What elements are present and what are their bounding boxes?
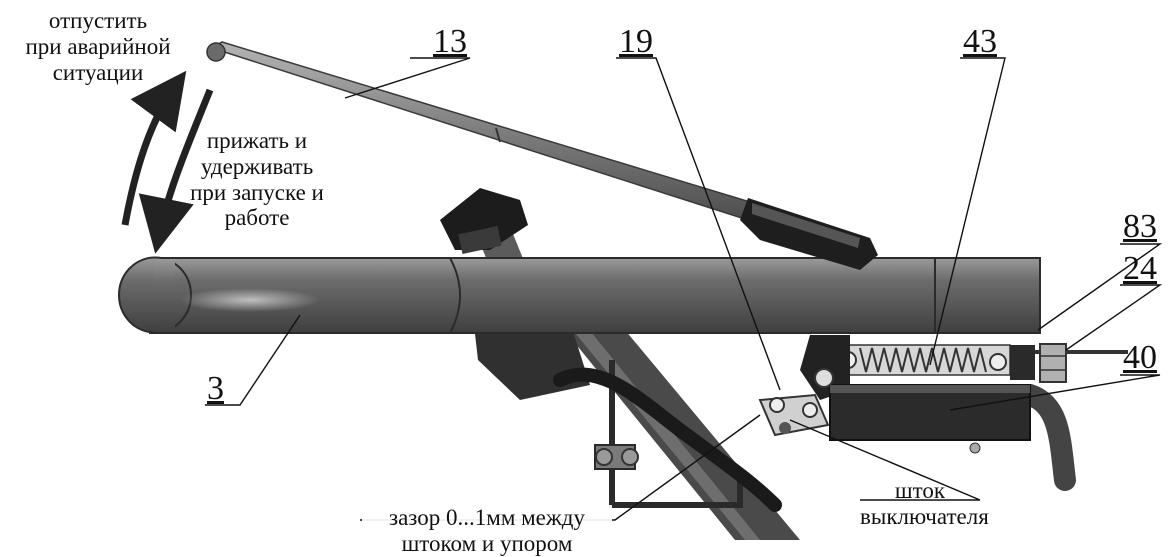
note-release: отпустить при аварийной ситуации xyxy=(8,8,188,85)
note-press-hold-line-2: удерживать xyxy=(200,153,314,179)
note-release-line-2: при аварийной xyxy=(25,33,171,59)
note-press-hold: прижать и удерживать при запуске и работ… xyxy=(172,128,342,231)
press-arrow xyxy=(138,88,214,254)
cable xyxy=(553,367,782,512)
callout-24: 24 xyxy=(1123,250,1157,287)
stop-rod-assembly xyxy=(1010,343,1128,383)
lever-rod xyxy=(206,41,878,270)
note-press-hold-line-3: при запуске и xyxy=(190,179,324,205)
callout-13: 13 xyxy=(433,23,467,60)
callout-83: 83 xyxy=(1123,208,1157,245)
note-gap-line-1: зазор 0...1мм между xyxy=(389,505,585,530)
note-gap: зазор 0...1мм между штоком и упором xyxy=(362,505,612,557)
callout-19: 19 xyxy=(619,23,653,60)
note-switch-rod-line-1: шток xyxy=(894,478,946,503)
note-switch-rod-line-2: выключателя xyxy=(860,503,989,529)
note-switch-rod: шток выключателя xyxy=(860,478,989,530)
note-release-line-1: отпустить xyxy=(48,8,148,33)
spring xyxy=(829,344,1011,376)
limit-switch xyxy=(758,335,1031,454)
handle-tube xyxy=(118,256,1041,334)
cable-right xyxy=(1019,384,1076,491)
release-arrow xyxy=(121,70,187,226)
note-release-line-3: ситуации xyxy=(52,59,144,85)
mount-bracket xyxy=(594,360,743,508)
callout-3: 3 xyxy=(207,370,224,407)
note-press-hold-line-1: прижать и xyxy=(206,128,308,153)
callout-43: 43 xyxy=(963,23,997,60)
note-gap-line-2: штоком и упором xyxy=(401,530,573,556)
note-press-hold-line-4: работе xyxy=(224,205,290,231)
callout-40: 40 xyxy=(1123,339,1157,376)
